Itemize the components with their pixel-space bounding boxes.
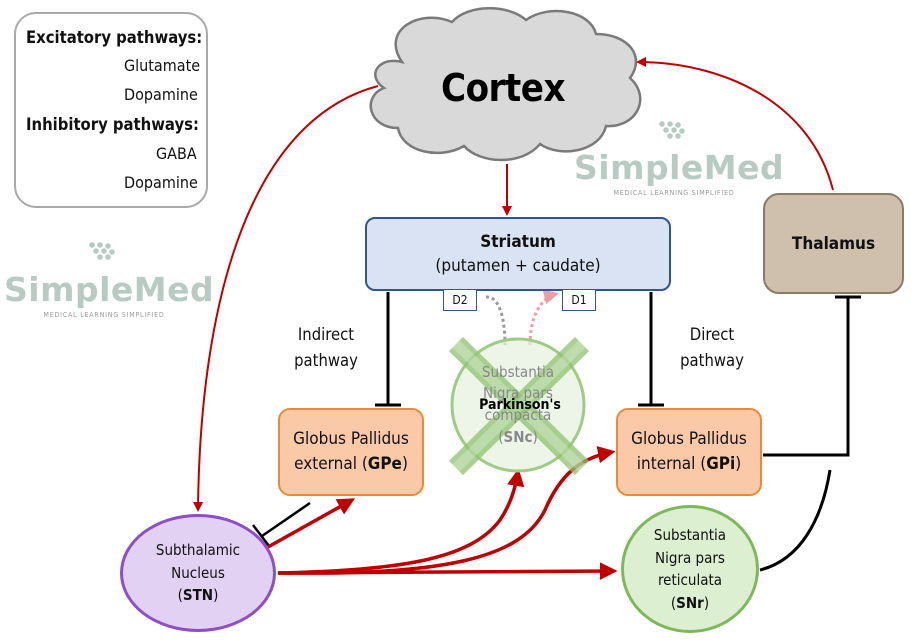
d2-receptor-label: D2 [443, 289, 477, 311]
indirect-pathway-label: Indirect pathway [284, 322, 368, 373]
snr-line3: reticulata [657, 571, 723, 589]
legend-dopamine-excitatory-label: Dopamine [124, 85, 198, 104]
snc-abbr: SNc [503, 427, 533, 446]
legend-box: Excitatory pathways: Glutamate Dopamine … [14, 12, 208, 208]
gpe-suffix: ) [401, 454, 408, 474]
stn-line2: Nucleus [171, 563, 225, 582]
stn-abbr: STN [182, 586, 214, 605]
snr-line2: Nigra pars [655, 548, 725, 567]
stn-to-gpe-arrow [267, 498, 356, 549]
stn-to-snc-arrow [277, 468, 525, 575]
gpi-line1: Globus Pallidus [631, 429, 747, 450]
simplemed-logo-icon-left [89, 242, 115, 260]
snr-abbr: SNr [676, 593, 704, 612]
snc-prefix: ( [498, 427, 504, 446]
legend-glutamate-label: Glutamate [124, 56, 201, 75]
snc-line2: Nigra pars [483, 384, 553, 403]
stn-to-snr-arrow [277, 562, 618, 580]
stn-prefix: ( [177, 586, 183, 605]
legend-dopamine-inhibitory-label: Dopamine [124, 173, 198, 192]
snc-to-d2-dopamine [485, 295, 507, 346]
striatum-title: Striatum [480, 232, 556, 252]
gpe-prefix: external ( [294, 454, 368, 474]
stn-line3: (STN) [178, 584, 219, 607]
legend-excitatory-heading: Excitatory pathways: [26, 28, 203, 47]
striatum-box: Striatum (putamen + caudate) [365, 217, 671, 291]
snc-suffix: ) [532, 427, 538, 446]
thalamus-to-cortex-arrow [636, 57, 834, 191]
gpe-line1: Globus Pallidus [293, 429, 409, 450]
snr-suffix: ) [703, 593, 710, 612]
gpi-box: Globus Pallidus internal (GPi) [616, 408, 762, 496]
gpi-abbr: GPi [706, 454, 736, 474]
direct-pathway-line1: Direct [689, 325, 735, 344]
gpi-prefix: internal ( [636, 454, 707, 474]
cortex-cloud [369, 7, 642, 162]
d1-receptor-label: D1 [562, 289, 596, 311]
gpi-to-thalamus-inhibitory [763, 298, 850, 457]
stn-line1: Subthalamic [155, 541, 241, 560]
gpe-to-stn-inhibitory [261, 501, 311, 538]
stn-suffix: ) [213, 586, 219, 605]
simplemed-logo-left: SimpleMed MEDICAL LEARNING SIMPLIFIED [4, 270, 215, 319]
simplemed-logo-name: SimpleMed [574, 148, 785, 187]
gpi-line2: internal (GPi) [637, 452, 741, 477]
gpi-suffix: ) [735, 454, 742, 474]
indirect-pathway-line2: pathway [294, 350, 358, 370]
striatum-subtitle: (putamen + caudate) [435, 256, 601, 276]
snr-circle: Substantia Nigra pars reticulata (SNr) [621, 505, 759, 633]
stn-ellipse: Subthalamic Nucleus (STN) [120, 514, 276, 632]
cortex-to-stn-arrow [193, 85, 379, 512]
simplemed-logo-tagline-left: MEDICAL LEARNING SIMPLIFIED [43, 311, 165, 319]
thalamus-label: Thalamus [791, 233, 876, 254]
indirect-pathway-line1: Indirect [297, 325, 355, 344]
snr-prefix: ( [670, 593, 677, 612]
parkinsons-cross-icon [448, 336, 590, 476]
cortex-label: Cortex [440, 66, 566, 110]
snc-line4: (SNc) [498, 427, 538, 449]
legend-gaba-label: GABA [156, 144, 197, 163]
simplemed-logo-icon [659, 121, 685, 139]
gpe-line2: external (GPe) [294, 452, 408, 477]
gpe-box: Globus Pallidus external (GPe) [278, 408, 424, 496]
parkinsons-label: Parkinson's [479, 397, 561, 413]
snr-to-thalamus-inhibitory [759, 469, 832, 572]
snc-line1: Substantia [481, 362, 555, 381]
simplemed-logo-name-left: SimpleMed [4, 270, 215, 309]
gpe-abbr: GPe [367, 454, 402, 474]
simplemed-logo-right: SimpleMed MEDICAL LEARNING SIMPLIFIED [574, 148, 785, 197]
snr-line4: (SNr) [671, 592, 709, 615]
direct-pathway-line2: pathway [680, 350, 744, 370]
snc-line3: compacta [484, 406, 552, 424]
direct-pathway-label: Direct pathway [670, 322, 754, 373]
snc-label: Substantia Nigra pars compacta (SNc) [451, 337, 585, 473]
thalamus-box: Thalamus [763, 193, 904, 294]
legend-inhibitory-heading: Inhibitory pathways: [26, 115, 199, 134]
snr-line1: Substantia [653, 526, 727, 544]
gpe-stn-bar [252, 524, 270, 547]
simplemed-logo-tagline: MEDICAL LEARNING SIMPLIFIED [613, 189, 735, 197]
snc-to-d1-dopamine [528, 289, 559, 346]
